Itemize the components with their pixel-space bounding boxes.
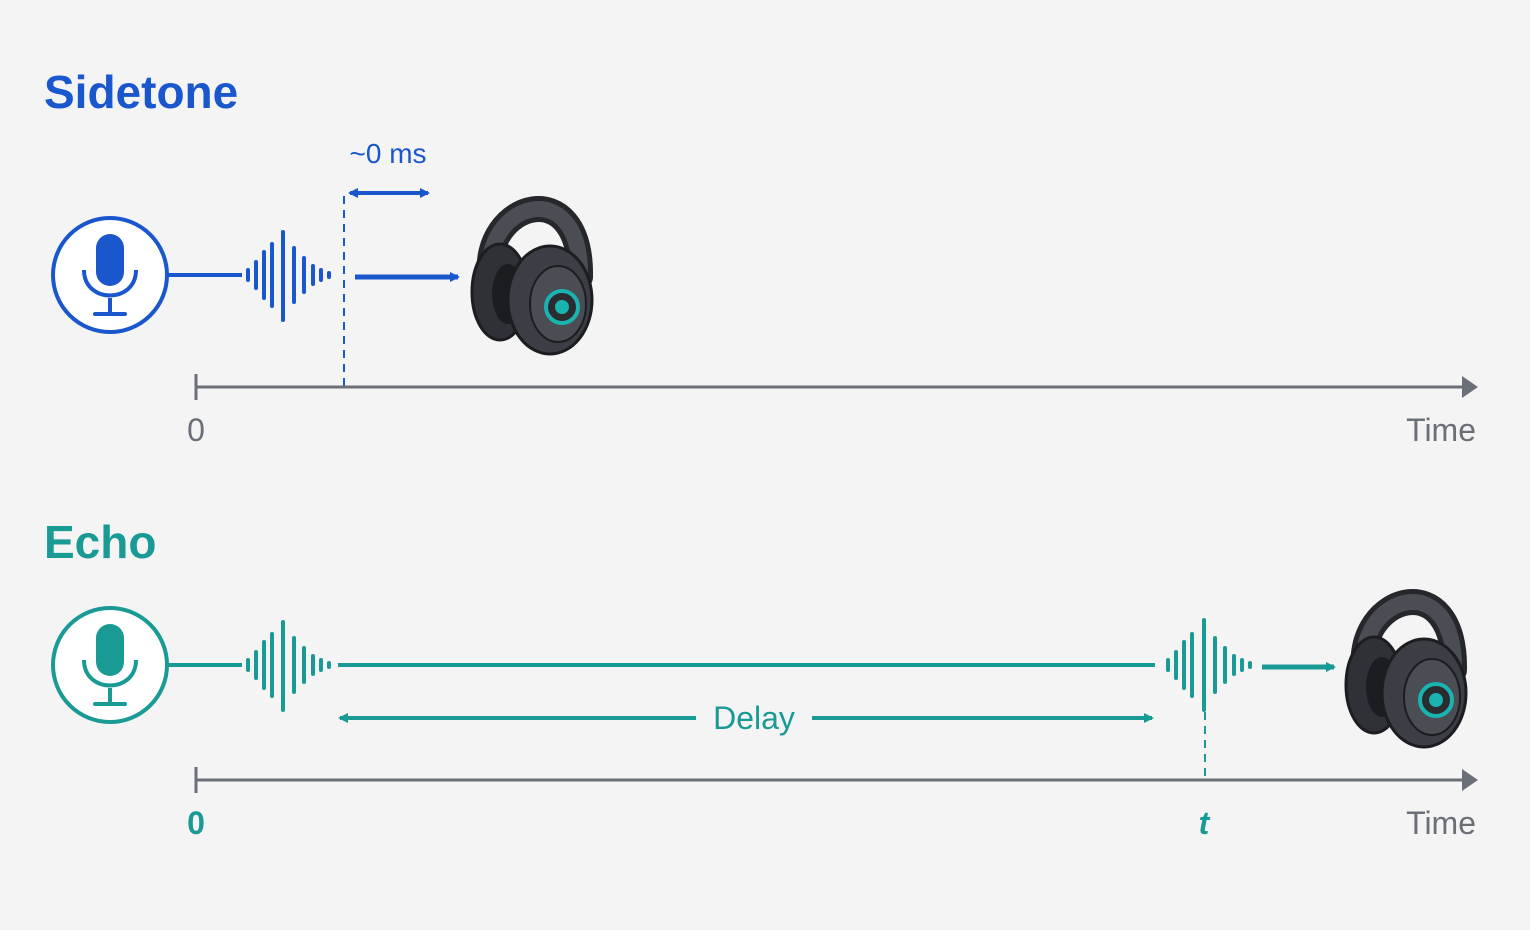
sidetone-origin-label: 0 <box>187 412 205 448</box>
sidetone-axis-label: Time <box>1406 412 1476 448</box>
echo-section: Echo <box>44 516 1478 841</box>
latency-label: ~0 ms <box>349 138 426 169</box>
echo-origin-label: 0 <box>187 805 205 841</box>
waveform-icon <box>246 230 331 322</box>
sidetone-title: Sidetone <box>44 66 238 118</box>
sidetone-time-axis <box>194 374 1478 400</box>
headphones-icon <box>1346 602 1466 747</box>
microphone-icon <box>51 606 169 724</box>
echo-title: Echo <box>44 516 156 568</box>
waveform-icon <box>246 620 331 712</box>
sidetone-section: Sidetone ~0 ms <box>44 66 1478 448</box>
echo-t-label: t <box>1199 805 1211 841</box>
waveform-icon <box>1166 618 1252 712</box>
echo-axis-label: Time <box>1406 805 1476 841</box>
delay-label: Delay <box>713 700 795 736</box>
microphone-icon <box>51 216 169 334</box>
echo-time-axis <box>194 767 1478 793</box>
headphones-icon <box>472 209 592 354</box>
